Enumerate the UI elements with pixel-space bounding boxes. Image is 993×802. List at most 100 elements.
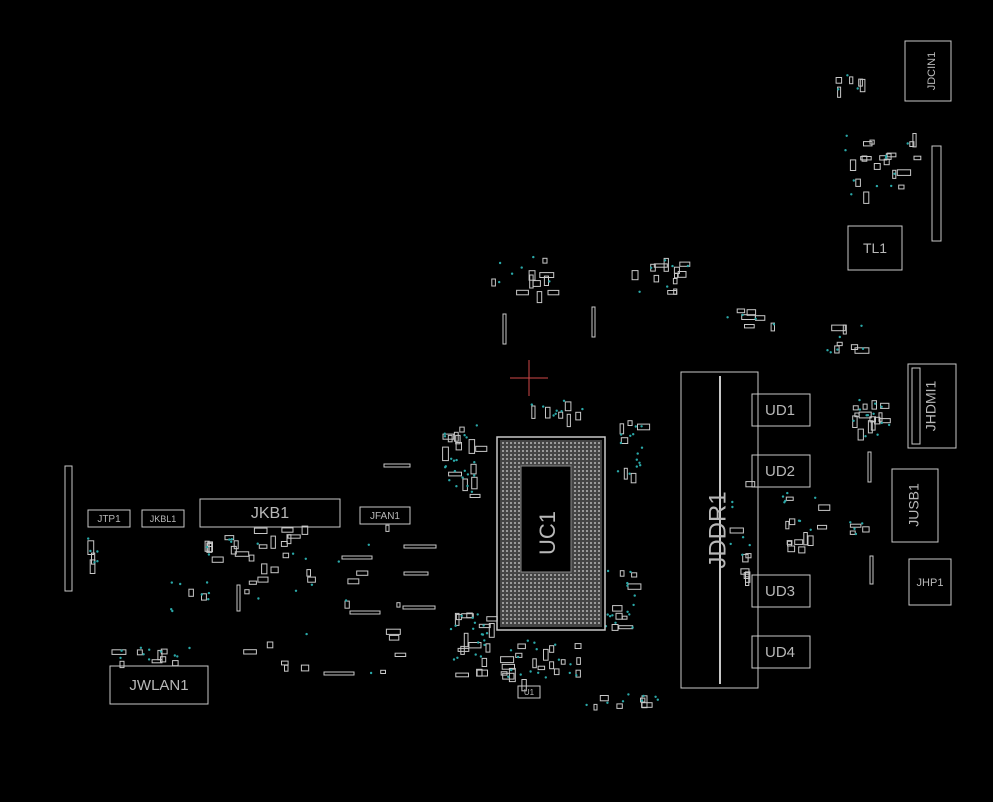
smd-part[interactable] <box>270 566 279 574</box>
smd-part[interactable] <box>615 612 623 620</box>
thin-part[interactable] <box>383 463 411 468</box>
smd-part[interactable] <box>457 647 470 652</box>
smd-part[interactable] <box>807 535 814 547</box>
smd-part[interactable] <box>201 593 207 601</box>
smd-part[interactable] <box>529 274 534 289</box>
smd-part[interactable] <box>234 551 250 557</box>
smd-part[interactable] <box>860 156 872 161</box>
smd-part[interactable] <box>618 625 634 630</box>
smd-part[interactable] <box>674 272 679 279</box>
smd-part[interactable] <box>576 657 581 665</box>
smd-part[interactable] <box>566 413 571 428</box>
smd-part[interactable] <box>280 541 288 547</box>
smd-part[interactable] <box>282 552 290 559</box>
smd-part[interactable] <box>862 526 870 533</box>
smd-part[interactable] <box>789 518 796 526</box>
smd-part[interactable] <box>531 405 536 419</box>
thin-part[interactable] <box>323 671 355 676</box>
thin-part[interactable] <box>502 313 507 345</box>
smd-part[interactable] <box>849 530 856 535</box>
smd-part[interactable] <box>616 703 623 709</box>
smd-part[interactable] <box>653 263 668 268</box>
smd-part[interactable] <box>913 155 922 161</box>
smd-part[interactable] <box>770 322 775 332</box>
smd-part[interactable] <box>787 540 792 547</box>
smd-part[interactable] <box>677 271 687 278</box>
smd-part[interactable] <box>785 496 794 501</box>
smd-part[interactable] <box>462 478 468 492</box>
smd-part[interactable] <box>755 315 766 321</box>
smd-part[interactable] <box>233 540 239 550</box>
smd-part[interactable] <box>640 697 646 703</box>
smd-part[interactable] <box>89 559 96 575</box>
smd-part[interactable] <box>835 77 843 84</box>
smd-part[interactable] <box>468 642 482 649</box>
smd-part[interactable] <box>396 602 401 608</box>
smd-part[interactable] <box>301 525 309 535</box>
tl1-component[interactable]: TL1 <box>847 225 903 271</box>
smd-part[interactable] <box>858 411 872 419</box>
smd-part[interactable] <box>455 442 463 451</box>
smd-part[interactable] <box>517 643 526 650</box>
smd-part[interactable] <box>743 572 750 579</box>
smd-part[interactable] <box>460 645 465 655</box>
smd-part[interactable] <box>896 169 912 176</box>
smd-part[interactable] <box>248 554 255 562</box>
smd-part[interactable] <box>306 569 311 577</box>
smd-part[interactable] <box>447 434 453 443</box>
smd-part[interactable] <box>679 261 691 267</box>
smd-part[interactable] <box>672 278 678 285</box>
ud1-chip[interactable]: UD1 <box>751 393 811 427</box>
smd-part[interactable] <box>549 645 555 653</box>
smd-part[interactable] <box>500 671 508 676</box>
smd-part[interactable] <box>172 660 179 667</box>
smd-part[interactable] <box>485 643 491 653</box>
thin-part[interactable] <box>869 555 874 585</box>
smd-part[interactable] <box>468 439 476 454</box>
smd-part[interactable] <box>347 578 360 585</box>
jusb1-connector[interactable]: JUSB1 <box>891 468 939 543</box>
smd-part[interactable] <box>862 403 868 410</box>
smd-part[interactable] <box>729 527 744 534</box>
smd-part[interactable] <box>502 672 515 680</box>
smd-part[interactable] <box>874 416 881 425</box>
smd-part[interactable] <box>869 139 875 145</box>
smd-part[interactable] <box>852 415 858 428</box>
smd-part[interactable] <box>745 571 751 583</box>
smd-part[interactable] <box>281 660 289 666</box>
smd-part[interactable] <box>549 661 555 670</box>
smd-part[interactable] <box>785 520 790 530</box>
smd-part[interactable] <box>488 623 495 638</box>
smd-part[interactable] <box>667 290 678 295</box>
smd-part[interactable] <box>886 152 897 158</box>
smd-part[interactable] <box>599 695 609 702</box>
ud3-chip[interactable]: UD3 <box>751 574 811 608</box>
smd-part[interactable] <box>478 623 491 629</box>
smd-part[interactable] <box>878 412 883 422</box>
jkb1-connector[interactable]: JKB1 <box>199 498 341 528</box>
smd-part[interactable] <box>453 431 459 442</box>
smd-part[interactable] <box>211 556 224 563</box>
smd-part[interactable] <box>486 616 498 622</box>
smd-part[interactable] <box>459 426 465 433</box>
thin-part[interactable] <box>341 555 373 560</box>
smd-part[interactable] <box>87 540 95 555</box>
smd-part[interactable] <box>475 445 488 452</box>
jhdmi1-connector[interactable]: JHDMI1 <box>907 363 957 449</box>
smd-part[interactable] <box>385 628 401 635</box>
smd-part[interactable] <box>619 423 625 435</box>
smd-part[interactable] <box>627 583 642 590</box>
thin-part[interactable] <box>867 451 872 483</box>
smd-part[interactable] <box>564 401 572 412</box>
smd-part[interactable] <box>261 563 268 575</box>
smd-part[interactable] <box>547 289 560 296</box>
smd-part[interactable] <box>574 643 582 649</box>
smd-part[interactable] <box>842 324 847 335</box>
smd-part[interactable] <box>663 257 669 272</box>
smd-part[interactable] <box>286 534 292 545</box>
smd-part[interactable] <box>542 257 548 264</box>
smd-part[interactable] <box>909 141 915 147</box>
smd-part[interactable] <box>831 324 846 332</box>
smd-part[interactable] <box>818 504 831 511</box>
smd-part[interactable] <box>307 576 316 583</box>
